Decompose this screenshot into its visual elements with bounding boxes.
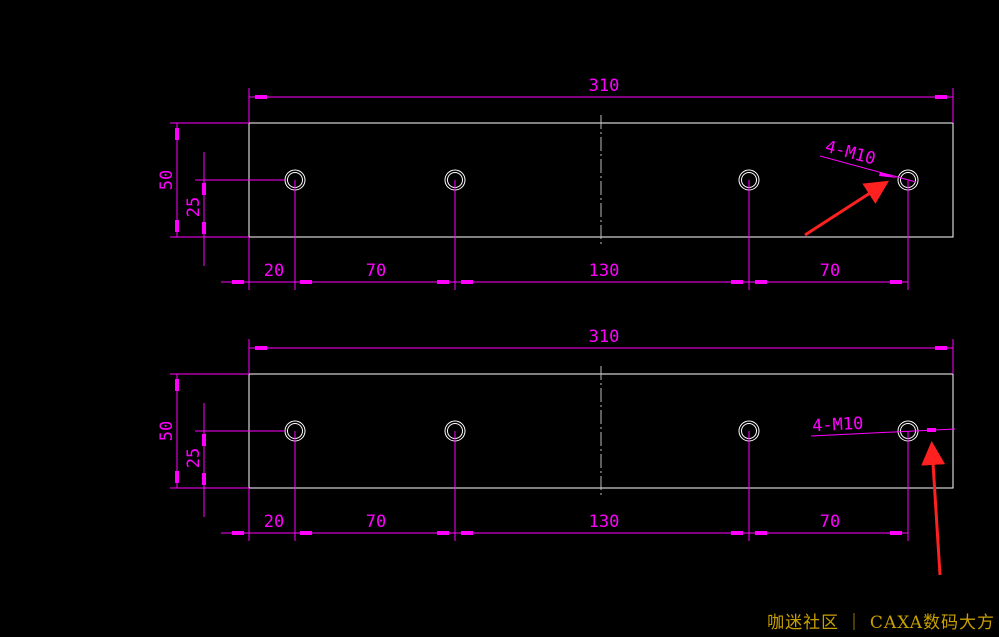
dim-text-height: 50 <box>157 421 177 441</box>
dim-text-130: 130 <box>589 261 620 281</box>
watermark: 咖迷社区 ｜ CAXA数码大方 <box>767 613 995 633</box>
dimension-50: 50 <box>157 122 249 238</box>
dim-text-70: 70 <box>366 261 386 281</box>
dim-text-70: 70 <box>820 512 840 532</box>
dimension-25: 25 <box>184 403 285 517</box>
dimension-310: 310 <box>248 327 954 374</box>
dim-text-70: 70 <box>366 512 386 532</box>
dimension-310: 310 <box>248 76 954 123</box>
drawing-top: 310 50 25 20 70 130 70 <box>157 76 954 290</box>
dimension-50: 50 <box>157 373 249 489</box>
dim-text-70: 70 <box>820 261 840 281</box>
dimension-chain: 20 70 130 70 <box>221 180 909 290</box>
dim-text-overall: 310 <box>589 327 620 347</box>
dim-text-height: 50 <box>157 170 177 190</box>
dim-text-20: 20 <box>264 261 284 281</box>
hole-callout: 4-M10 <box>810 414 956 437</box>
dim-text-130: 130 <box>589 512 620 532</box>
dim-text-20: 20 <box>264 512 284 532</box>
red-arrow-icon <box>804 180 890 237</box>
dimension-25: 25 <box>184 152 285 266</box>
dim-text-overall: 310 <box>589 76 620 96</box>
dim-text-offset: 25 <box>184 448 204 468</box>
drawing-bottom: 310 50 25 20 70 130 70 <box>157 327 956 576</box>
red-arrow-icon <box>921 441 946 576</box>
dim-text-offset: 25 <box>184 197 204 217</box>
dimension-chain: 20 70 130 70 <box>221 431 909 541</box>
callout-text: 4-M10 <box>812 414 864 437</box>
